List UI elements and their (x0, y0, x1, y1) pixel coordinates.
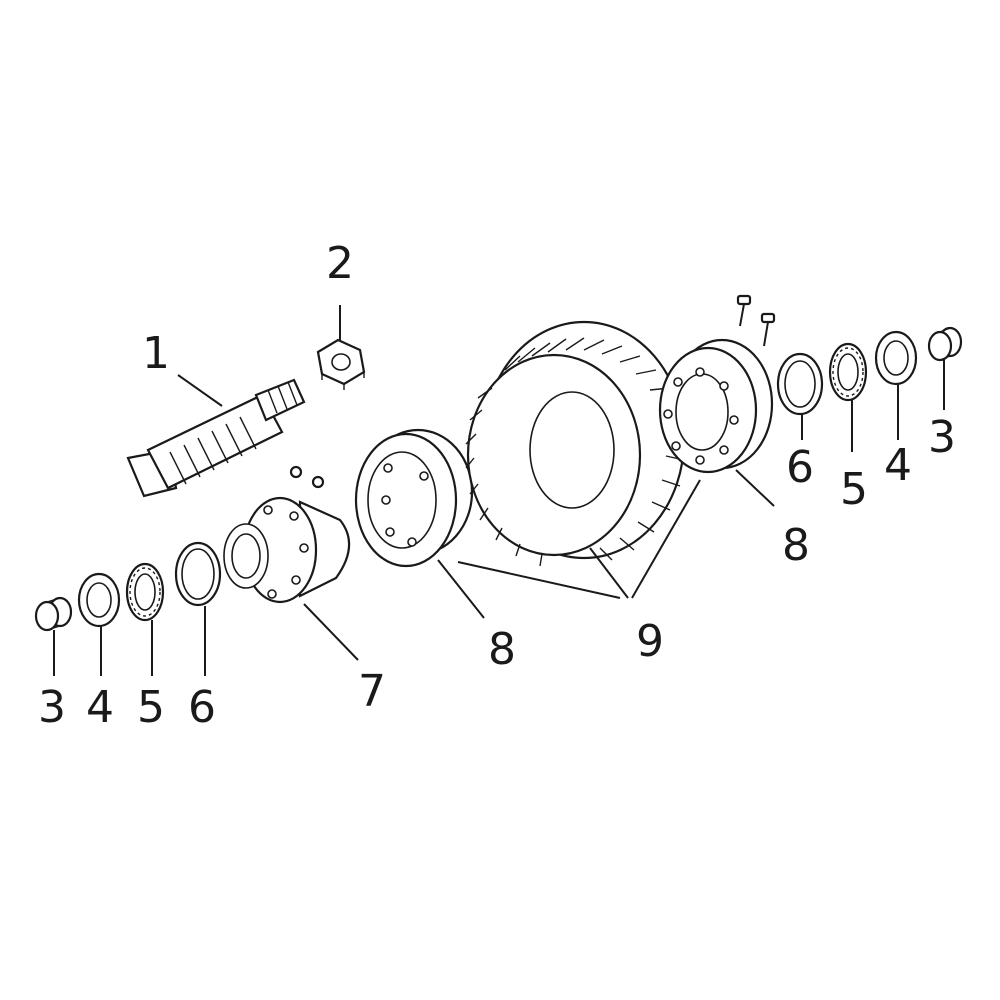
wheel-hub (223, 496, 351, 604)
splined-shaft (126, 378, 306, 498)
callout-flange-right: 8 (782, 520, 810, 571)
drum-flange-right (658, 338, 774, 474)
callout-race-left: 4 (86, 682, 114, 733)
leader-lines (53, 305, 945, 676)
hex-nut (316, 338, 366, 390)
callout-cap-right: 3 (928, 412, 956, 463)
ring-right (776, 352, 824, 416)
bearing-cap-right (927, 326, 963, 362)
callout-flange-center: 8 (488, 624, 516, 675)
callout-bearing-left: 5 (137, 682, 165, 733)
ribbed-drum-ring (465, 320, 686, 567)
callout-bearing-right: 5 (840, 464, 868, 515)
callout-ring-right: 6 (786, 442, 814, 493)
callout-race-right: 4 (884, 440, 912, 491)
callout-shaft: 1 (142, 328, 170, 379)
callout-cage: 9 (636, 616, 664, 667)
ring-left (174, 541, 222, 607)
bearing-race-left (77, 572, 121, 628)
bearing-race-right (874, 330, 918, 386)
drum-flange-center (354, 428, 474, 568)
bolts-right (736, 294, 776, 347)
callout-ring-left: 6 (188, 682, 216, 733)
small-screws-left (289, 465, 325, 489)
callout-labels: 1 2 3 4 5 6 7 8 9 8 6 5 4 3 (38, 238, 956, 733)
callout-cap-left: 3 (38, 682, 66, 733)
bearing-cap-left (34, 596, 73, 632)
roller-bearing-left (125, 562, 165, 622)
callout-hub: 7 (358, 666, 386, 717)
roller-bearing-right (828, 342, 868, 402)
callout-nut: 2 (326, 238, 354, 289)
